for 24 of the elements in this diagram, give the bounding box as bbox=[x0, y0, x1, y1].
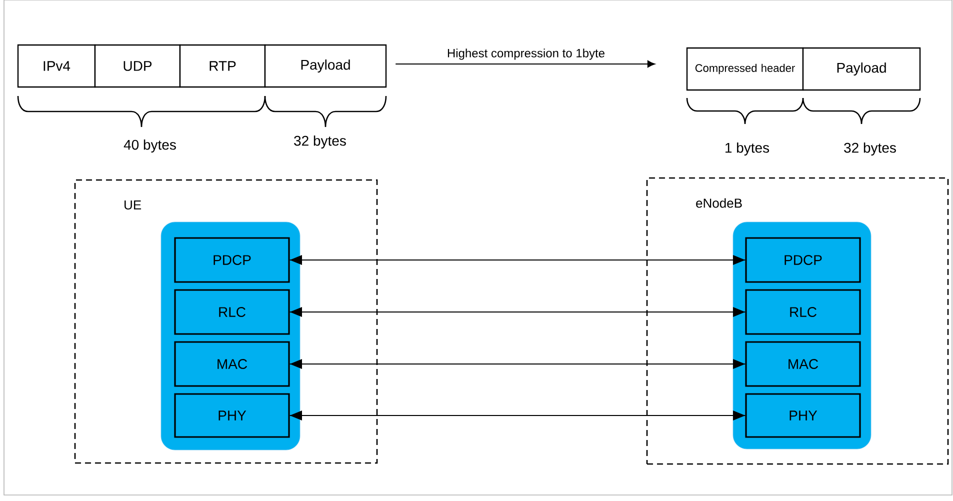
protocol-layer-box: RLC bbox=[174, 289, 290, 335]
protocol-layer-box: MAC bbox=[745, 341, 861, 387]
arrow bbox=[289, 307, 746, 317]
protocol-layer-box: RLC bbox=[745, 289, 861, 335]
header-field-box: RTP bbox=[179, 44, 266, 88]
protocol-layer-box: MAC bbox=[174, 341, 290, 387]
protocol-layer-box: PDCP bbox=[745, 237, 861, 283]
protocol-layer-box: PHY bbox=[745, 393, 861, 438]
size-label: 40 bytes bbox=[124, 139, 176, 153]
size-label: 1 bytes bbox=[726, 142, 770, 156]
header-field-box: Compressed header bbox=[686, 47, 804, 91]
header-field-box: Payload bbox=[802, 47, 921, 91]
arrow bbox=[395, 60, 656, 68]
arrow bbox=[289, 359, 746, 369]
header-field-box: IPv4 bbox=[17, 44, 96, 88]
protocol-layer-box: PDCP bbox=[174, 237, 290, 283]
arrow bbox=[289, 410, 746, 420]
size-label: 32 bytes bbox=[294, 135, 346, 149]
header-field-box: UDP bbox=[94, 44, 181, 88]
protocol-layer-box: PHY bbox=[174, 393, 290, 438]
header-field-box: Payload bbox=[264, 44, 387, 88]
edge-label: Highest compression to 1byte bbox=[448, 48, 604, 60]
arrow bbox=[289, 255, 746, 265]
size-label: 32 bytes bbox=[844, 142, 896, 156]
